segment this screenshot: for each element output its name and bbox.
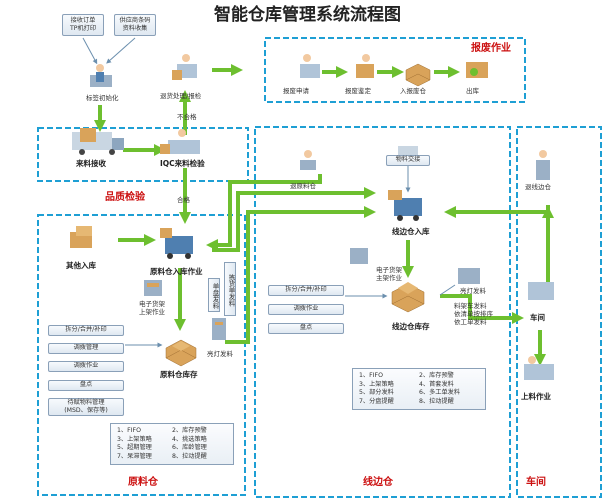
line-tool-transfer: 调拨作业 [268,304,344,315]
elabel-shelf2-node: 电子货架 主架作业 [376,266,402,282]
page-title: 智能仓库管理系统流程图 [214,5,401,25]
single-pick-label: 单盘发料 [208,278,220,312]
line-storage-node: 线边仓库存 [392,322,430,331]
raw-tool-msd: 待赋物料管理 (MSD、保存等) [48,398,124,416]
area-label-line: 线边仓 [363,477,393,488]
incoming-receive-node: 来料接收 [76,159,106,168]
return-raw-node: 退原料仓 [290,182,316,190]
area-label-scrap: 报废作业 [471,43,511,54]
workshop-node: 车间 [530,313,545,322]
scrap-apply-node: 报废申请 [283,87,309,95]
light-pick-node: 亮灯发料 [207,350,233,358]
raw-area-border [37,214,246,496]
line-tool-stocktake: 盘点 [268,323,344,334]
line-pick-note: 料架车发料 依清单按排序 依工单发料 [454,302,493,326]
arrow-light-pick-to-line [225,206,376,344]
line-tool-split: 拆分/合并/补印 [268,285,344,296]
line-inbound-node: 线边仓入库 [392,227,430,236]
scrap-store-node: 入报废仓 [400,87,426,95]
note2-connector [106,37,136,64]
note-supplier-barcode: 供应商条码 资料收集 [114,14,156,36]
area-label-quality: 品质检验 [105,192,145,203]
unqualified-label: 不合格 [177,113,197,121]
arrow-raw-to-line [212,187,376,252]
area-label-workshop: 车间 [526,477,546,488]
scrap-verify-node: 报废鉴定 [345,87,371,95]
line-area-border [254,126,511,498]
raw-inbound-node: 原料仓入库作业 [150,267,203,276]
out-node: 出库 [466,87,479,95]
light-pick2-connector [439,284,456,296]
area-label-raw: 原料仓 [128,477,158,488]
raw-tool-transfer-op: 调拨作业 [48,361,124,372]
light-pick2-node: 亮灯发料 [460,287,486,295]
arrow-return-line [444,205,550,218]
qualified-label: 合格 [177,196,190,204]
line-op-node: 上料作业 [521,392,551,401]
arrow-return-raw [206,174,322,251]
quality-area-border [37,127,249,182]
material-handover-node: 物料交接 [386,155,430,166]
scrap-area-border [264,37,526,103]
arrow-line-to-workshop [440,294,524,324]
raw-tool-stocktake: 盘点 [48,380,124,391]
raw-tool-split: 拆分/合并/补印 [48,325,124,336]
other-inbound-node: 其他入库 [66,261,96,270]
iqc-node: IQC来料检验 [160,159,205,168]
note1-connector [82,37,98,65]
note-order-print: 接收订单 TP机打印 [62,14,104,36]
return-line-node: 退线边仓 [525,183,551,191]
pick-list-label: 拣货单发料 [224,262,236,316]
raw-storage-node: 原料仓库存 [160,370,198,379]
illustrations [70,54,554,380]
label-init-node: 标签初始化 [86,94,119,102]
return-repair-node: 退货处理/报检 [160,92,202,100]
elabel-shelf-node: 电子货架 上架作业 [139,300,165,316]
raw-tool-transfer-mgmt: 调拨管理 [48,343,124,354]
